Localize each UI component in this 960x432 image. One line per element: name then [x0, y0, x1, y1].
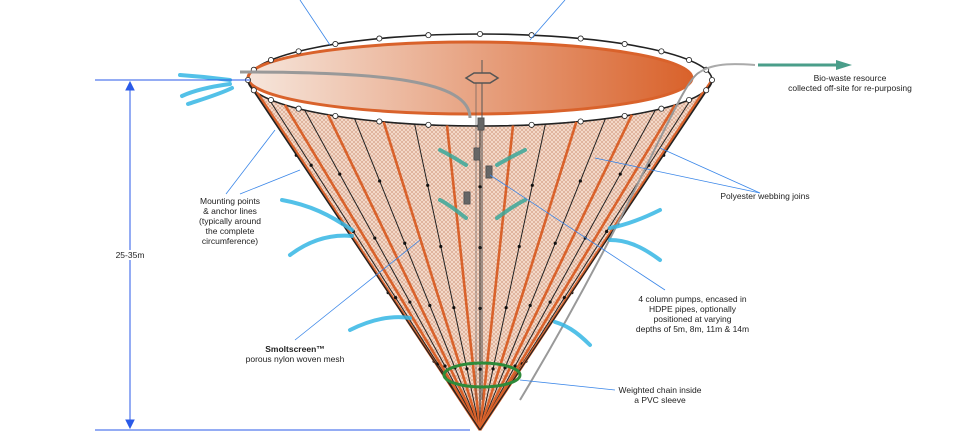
- anchor-knot: [548, 300, 552, 304]
- anchor-knot: [465, 367, 469, 371]
- anchor-knot: [378, 179, 382, 183]
- flow-arrow: [288, 233, 354, 257]
- mounting-point: [577, 35, 584, 42]
- mounting-point: [703, 87, 710, 94]
- webbing-rib: [478, 114, 634, 431]
- chain-label: Weighted chain inside a PVC sleeve: [618, 385, 702, 405]
- anchor-knot: [426, 183, 430, 187]
- mounting-point: [658, 105, 665, 112]
- mounting-point: [577, 118, 584, 125]
- anchor-line: [304, 109, 481, 431]
- anchor-knot: [403, 241, 407, 245]
- anchor-knot: [618, 172, 622, 176]
- mounting-point: [658, 48, 665, 55]
- anchor-knot: [578, 179, 582, 183]
- mounting-point: [476, 30, 483, 37]
- anchor-line: [479, 109, 656, 431]
- flow-arrow: [495, 198, 527, 220]
- mounting-point: [376, 118, 383, 125]
- webbing-rib: [382, 121, 482, 431]
- anchor-knot: [428, 303, 432, 308]
- flow-arrow: [438, 198, 468, 220]
- mounting-point: [267, 96, 274, 103]
- cone-edge-left: [247, 81, 481, 431]
- outflow-arrowhead: [836, 60, 852, 70]
- anchor-knot: [452, 306, 456, 310]
- mounting-point: [528, 121, 535, 128]
- smoltscreen-label: Smoltscreen™ porous nylon woven mesh: [245, 344, 345, 364]
- anchor-knot: [373, 236, 377, 240]
- flow-arrow: [553, 320, 592, 347]
- mounting-point: [686, 57, 693, 64]
- mounting-point: [295, 105, 302, 112]
- flow-arrow: [348, 315, 412, 332]
- anchor-line: [354, 118, 481, 431]
- flow-arrow: [180, 82, 232, 98]
- flow-arrow: [178, 73, 232, 82]
- mounting-point: [425, 121, 432, 128]
- anchor-knot: [478, 246, 482, 250]
- anchor-knot: [478, 185, 482, 189]
- weighted-chain: [442, 361, 522, 389]
- flow-arrow: [438, 148, 468, 167]
- leader-lines: [225, 0, 761, 391]
- anchor-knot: [605, 229, 609, 234]
- anchor-knot: [517, 244, 521, 249]
- mounting-point: [250, 87, 257, 94]
- dimension-line: [95, 79, 470, 431]
- anchor-knot: [478, 367, 482, 371]
- webbing-label: Polyester webbing joins: [720, 191, 810, 201]
- anchor-knot: [491, 367, 495, 371]
- anchor-knot: [478, 306, 482, 310]
- mounting-point: [621, 41, 628, 48]
- webbing-rib: [478, 125, 515, 431]
- flow-arrow: [608, 208, 662, 230]
- anchor-line: [414, 124, 481, 431]
- inner-surface: [246, 40, 694, 116]
- anchor-knot: [338, 172, 342, 176]
- dimension-label: 25-35m: [100, 250, 160, 260]
- mounting-point: [709, 77, 716, 84]
- flow-arrow: [280, 198, 354, 232]
- mounting-point: [267, 57, 274, 64]
- webbing-rib: [326, 114, 482, 431]
- mounting-point: [332, 41, 339, 48]
- anchor-knot: [309, 163, 313, 167]
- webbing-rib: [478, 104, 677, 431]
- anchor-knot: [504, 306, 508, 310]
- anchor-knot: [439, 244, 443, 249]
- mounting-point: [528, 32, 535, 39]
- anchor-line: [479, 118, 606, 431]
- mounting-point: [332, 112, 339, 119]
- biowaste-label: Bio-waste resource collected off-site fo…: [788, 73, 912, 93]
- mounting-point: [376, 35, 383, 42]
- anchor-knot: [408, 300, 412, 304]
- pumps-label: 4 column pumps, encased in HDPE pipes, o…: [635, 294, 750, 334]
- anchor-knot: [528, 303, 532, 308]
- anchor-knot: [443, 364, 447, 368]
- mounting-label: Mounting points & anchor lines (typicall…: [199, 196, 261, 246]
- anchor-knot: [562, 296, 567, 300]
- net-cone: [244, 30, 716, 431]
- anchor-line: [479, 124, 546, 431]
- mounting-point: [621, 112, 628, 119]
- flow-arrow: [186, 86, 234, 106]
- anchor-knot: [393, 296, 398, 300]
- webbing-rib: [445, 125, 482, 431]
- flow-arrow: [608, 238, 662, 262]
- mounting-point: [686, 96, 693, 103]
- anchor-knot: [513, 364, 517, 368]
- webbing-rib: [283, 104, 482, 431]
- anchor-knot: [553, 241, 557, 245]
- flow-arrow: [495, 148, 527, 167]
- webbing-rib: [478, 121, 578, 431]
- mounting-point: [425, 32, 432, 39]
- water-flow-arrows: [178, 73, 662, 347]
- anchor-knot: [530, 183, 534, 187]
- mounting-point: [295, 48, 302, 55]
